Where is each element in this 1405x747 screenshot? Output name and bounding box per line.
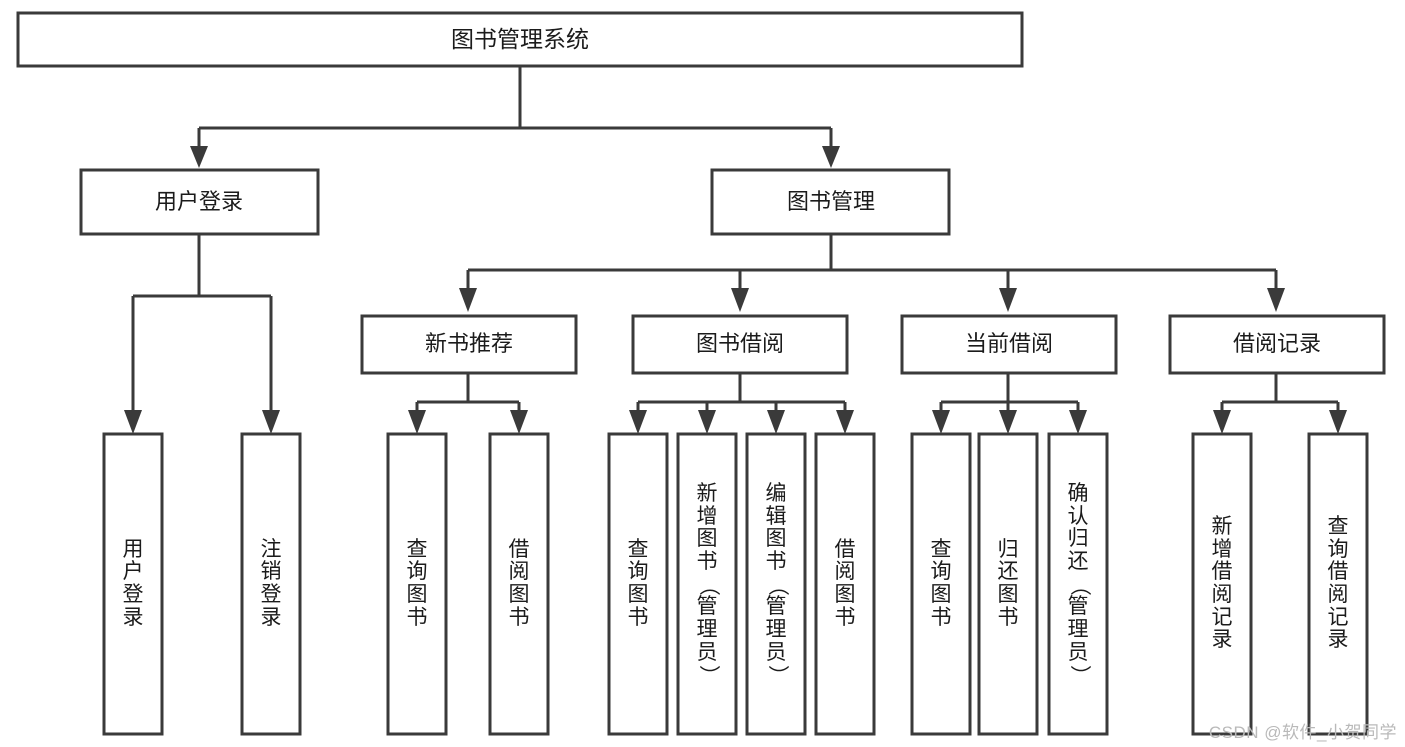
arrowhead-borrowrecord-leaf-1 bbox=[1213, 410, 1231, 434]
leaf-box-borrow-record-1[interactable] bbox=[1191, 432, 1253, 736]
node-new-book-recommend-label: 新书推荐 bbox=[425, 331, 513, 356]
node-current-borrow-label: 当前借阅 bbox=[965, 331, 1053, 356]
arrowhead-to-book-manage bbox=[822, 146, 840, 168]
node-book-management[interactable]: 图书管理 bbox=[710, 168, 951, 236]
arrowhead-newbook-leaf-1 bbox=[408, 410, 426, 434]
arrowhead-to-borrow-record bbox=[1267, 288, 1285, 312]
arrowhead-bookborrow-leaf-1 bbox=[629, 410, 647, 434]
arrowhead-to-book-borrow bbox=[731, 288, 749, 312]
node-book-borrow[interactable]: 图书借阅 bbox=[631, 314, 849, 375]
leaf-box-current-borrow-2[interactable] bbox=[977, 432, 1039, 736]
arrowhead-userlogin-child-1 bbox=[124, 410, 142, 434]
leaf-box-user-login-1[interactable] bbox=[102, 432, 164, 736]
node-user-login-label: 用户登录 bbox=[155, 189, 243, 214]
connector-root-to-bus bbox=[197, 66, 833, 150]
connector-borrowrecord-to-bus bbox=[1220, 373, 1340, 414]
arrowhead-bookborrow-leaf-4 bbox=[836, 410, 854, 434]
leaf-box-current-borrow-3[interactable] bbox=[1047, 432, 1109, 736]
arrowhead-currentborrow-leaf-1 bbox=[932, 410, 950, 434]
connector-userlogin-to-bus bbox=[131, 234, 273, 414]
node-current-borrow[interactable]: 当前借阅 bbox=[900, 314, 1118, 375]
arrowhead-currentborrow-leaf-3 bbox=[1069, 410, 1087, 434]
connector-bookborrow-to-bus bbox=[636, 373, 847, 414]
leaf-box-new-book-1[interactable] bbox=[386, 432, 448, 736]
connector-bookmanage-to-bus bbox=[466, 234, 1278, 292]
node-root-book-management-system[interactable]: 图书管理系统 bbox=[16, 11, 1024, 68]
node-book-management-label: 图书管理 bbox=[787, 189, 875, 214]
connector-group bbox=[124, 66, 1347, 434]
arrowhead-bookborrow-leaf-2 bbox=[698, 410, 716, 434]
arrowhead-currentborrow-leaf-2 bbox=[999, 410, 1017, 434]
leaf-box-borrow-record-2[interactable] bbox=[1307, 432, 1369, 736]
node-borrow-record[interactable]: 借阅记录 bbox=[1168, 314, 1386, 375]
connector-newbook-to-bus bbox=[415, 373, 521, 414]
leaf-box-new-book-2[interactable] bbox=[488, 432, 550, 736]
leaf-box-current-borrow-1[interactable] bbox=[910, 432, 972, 736]
leaf-box-book-borrow-2[interactable] bbox=[676, 432, 738, 736]
arrowhead-bookborrow-leaf-3 bbox=[767, 410, 785, 434]
csdn-watermark: CSDN @软件_小贺同学 bbox=[1208, 723, 1397, 742]
leaf-box-book-borrow-3[interactable] bbox=[745, 432, 807, 736]
arrowhead-to-new-book bbox=[459, 288, 477, 312]
node-root-label: 图书管理系统 bbox=[451, 26, 589, 52]
leaf-box-user-login-2[interactable] bbox=[240, 432, 302, 736]
node-book-borrow-label: 图书借阅 bbox=[696, 331, 784, 356]
arrowhead-userlogin-child-2 bbox=[262, 410, 280, 434]
leaf-box-book-borrow-1[interactable] bbox=[607, 432, 669, 736]
arrowhead-newbook-leaf-2 bbox=[510, 410, 528, 434]
node-new-book-recommend[interactable]: 新书推荐 bbox=[360, 314, 578, 375]
arrowhead-to-current-borrow bbox=[999, 288, 1017, 312]
node-user-login[interactable]: 用户登录 bbox=[79, 168, 320, 236]
arrowhead-borrowrecord-leaf-2 bbox=[1329, 410, 1347, 434]
connector-currentborrow-to-bus bbox=[939, 373, 1080, 414]
arrowhead-to-user-login bbox=[190, 146, 208, 168]
leaf-box-book-borrow-4[interactable] bbox=[814, 432, 876, 736]
node-borrow-record-label: 借阅记录 bbox=[1233, 331, 1321, 356]
